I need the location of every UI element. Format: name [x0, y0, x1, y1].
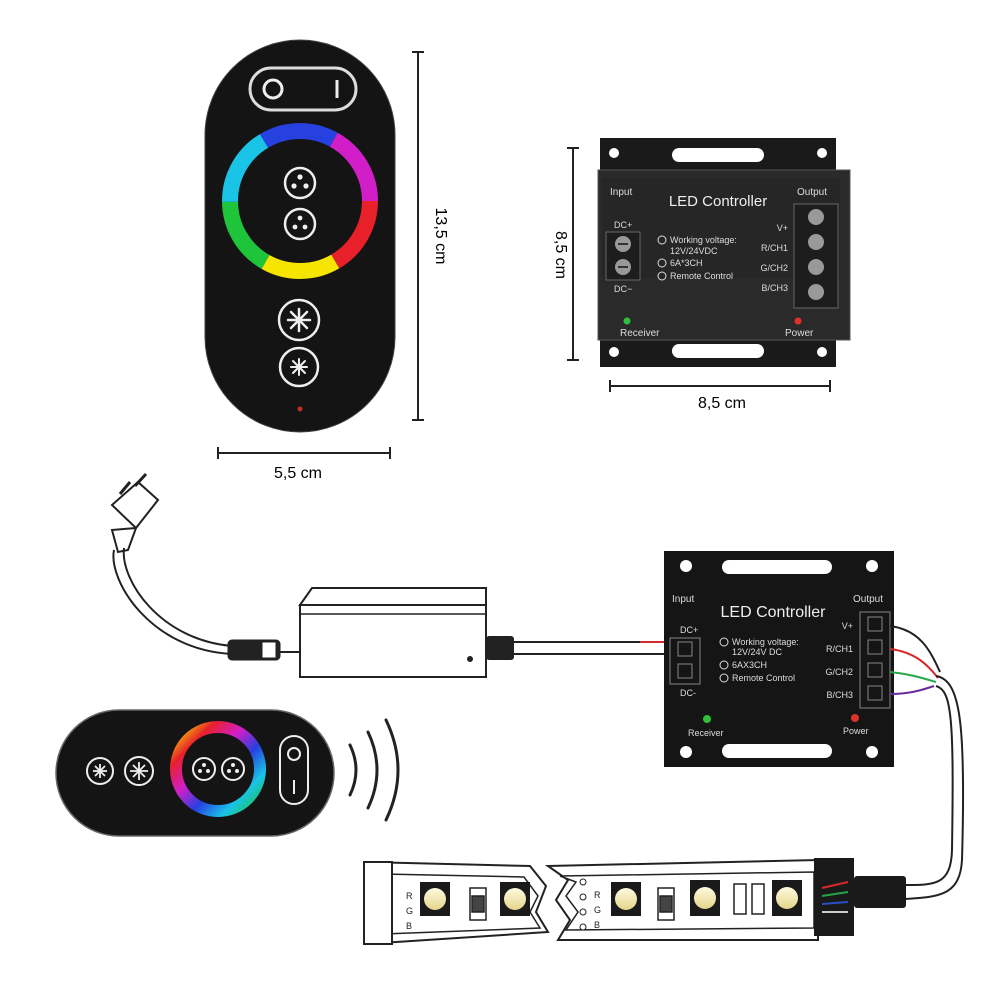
brightness-high-icon[interactable]: [277, 298, 321, 342]
color-ring-icon[interactable]: [222, 123, 378, 279]
color-mode-2-icon[interactable]: [283, 207, 317, 241]
controller-width-label: 8,5 cm: [698, 395, 746, 412]
power-switch-icon[interactable]: [248, 66, 358, 112]
out-g: G/CH2: [760, 263, 788, 273]
controller-height-label: 8,5 cm: [552, 231, 569, 279]
out-g-bottom: G/CH2: [825, 667, 853, 677]
out-r: R/CH1: [761, 243, 788, 253]
out-r-bottom: R/CH1: [826, 644, 853, 654]
wireless-signal-icon: [348, 718, 400, 822]
strip-pin-g: G: [406, 906, 413, 916]
brightness-high-icon-bottom[interactable]: [124, 756, 154, 786]
receiver-led: [623, 317, 631, 325]
spec-1a: Working voltage:: [670, 235, 737, 245]
input-label: Input: [610, 187, 632, 198]
brightness-low-icon[interactable]: [278, 346, 320, 388]
controller-title: LED Controller: [669, 193, 767, 210]
power-adapter-icon: [298, 587, 487, 678]
remote-width-dimension: 5,5 cm: [217, 447, 391, 482]
power-switch-icon-bottom[interactable]: [279, 735, 309, 805]
out-vplus: V+: [777, 223, 788, 233]
output-label: Output: [797, 187, 827, 198]
controller-height-dimension: 8,5 cm: [552, 147, 579, 361]
led-strip: R G B RGB: [362, 858, 906, 946]
dc-plus-label: DC+: [614, 220, 632, 230]
remote-control-top: [204, 39, 396, 433]
out-b: B/CH3: [761, 283, 788, 293]
spec-3-bottom: Remote Control: [732, 673, 795, 683]
power-label-bottom: Power: [843, 726, 869, 736]
out-b-bottom: B/CH3: [826, 690, 853, 700]
remote-control-bottom: [55, 709, 335, 837]
svg-text:G: G: [594, 905, 601, 915]
power-plug-icon: [110, 472, 160, 554]
color-mode-icon[interactable]: [283, 166, 317, 200]
remote-height-dimension: 13,5 cm: [412, 51, 449, 421]
dc-minus-label: DC−: [614, 284, 632, 294]
svg-text:B: B: [594, 920, 600, 930]
receiver-label: Receiver: [620, 328, 660, 339]
remote-height-label: 13,5 cm: [432, 208, 449, 265]
strip-pin-r: R: [406, 891, 413, 901]
strip-pin-b: B: [406, 921, 412, 931]
led-controller-top: LED Controller Input Output DC+ DC− Work…: [597, 138, 851, 367]
brightness-low-icon-bottom[interactable]: [86, 757, 114, 785]
spec-3: Remote Control: [670, 271, 733, 281]
controller-width-dimension: 8,5 cm: [609, 380, 831, 412]
dc-minus-bottom: DC-: [680, 688, 696, 698]
spec-2-bottom: 6AX3CH: [732, 660, 767, 670]
power-label: Power: [785, 328, 814, 339]
output-wires: [889, 625, 941, 695]
out-vplus-bottom: V+: [842, 621, 853, 631]
power-led: [794, 317, 802, 325]
output-label-bottom: Output: [853, 594, 883, 605]
spec-2: 6A*3CH: [670, 258, 703, 268]
controller-title-bottom: LED Controller: [721, 604, 827, 621]
color-mode-icon-bottom[interactable]: [192, 757, 245, 781]
spec-1b: 12V/24VDC: [670, 246, 718, 256]
input-label-bottom: Input: [672, 594, 694, 605]
color-ring-icon-bottom[interactable]: [170, 721, 266, 817]
spec-1b-bottom: 12V/24V DC: [732, 647, 783, 657]
svg-text:R: R: [594, 890, 601, 900]
dc-plus-bottom: DC+: [680, 625, 698, 635]
receiver-label-bottom: Receiver: [688, 728, 724, 738]
spec-1a-bottom: Working voltage:: [732, 637, 799, 647]
remote-width-label: 5,5 cm: [274, 465, 322, 482]
led-controller-bottom: LED Controller Input Output DC+ DC- Work…: [664, 551, 894, 767]
